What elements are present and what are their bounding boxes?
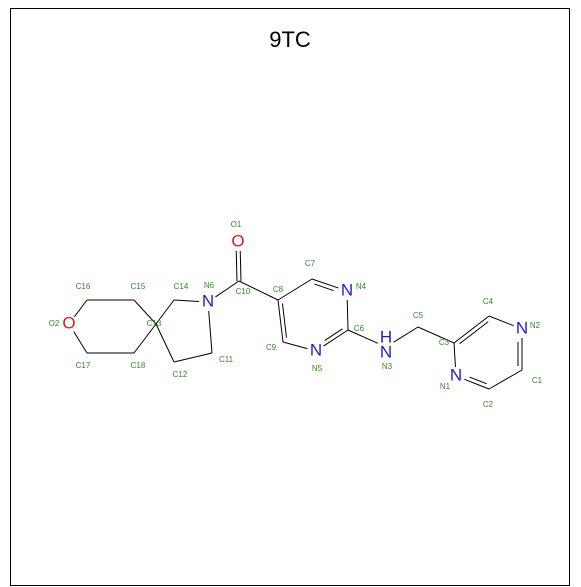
bond-line — [215, 280, 240, 298]
atom-label-n4: N — [341, 280, 353, 299]
bond-line — [74, 299, 88, 318]
bond-line-inner — [281, 303, 287, 338]
bond-line — [323, 329, 349, 347]
atom-index-n3: N3 — [382, 362, 393, 371]
bond-C13-C14 — [155, 299, 175, 325]
atom-index-n4: N4 — [356, 282, 367, 291]
bond-line — [73, 331, 88, 354]
bond-line-inner — [314, 283, 334, 292]
bond-line — [347, 329, 378, 344]
bond-C15-C13 — [133, 299, 157, 325]
atom-index-c6: C6 — [354, 324, 365, 333]
bond-line — [277, 299, 284, 343]
bond-C9-C8 — [277, 299, 287, 343]
atom-index-c8: C8 — [273, 285, 284, 294]
bond-line — [173, 299, 200, 302]
bond-N2-C1 — [517, 338, 523, 370]
atom-index-n1: N1 — [440, 382, 451, 391]
atom-index-n5: N5 — [312, 364, 323, 373]
bond-N5-C9 — [282, 341, 308, 350]
atom-index-n6: N6 — [204, 281, 215, 290]
atom-index-c10: C10 — [236, 287, 251, 296]
bond-C4-N2 — [488, 315, 514, 327]
atom-index-c7: C7 — [305, 259, 316, 268]
bond-line — [277, 278, 313, 301]
bond-line — [488, 315, 514, 327]
bond-C5-C3 — [417, 326, 455, 344]
bond-line-inner — [324, 328, 343, 341]
atom-index-o1: O1 — [231, 220, 242, 229]
bond-C11-C12 — [173, 352, 213, 363]
atom-label-o1: O — [231, 231, 244, 250]
bond-line — [133, 323, 157, 354]
bond-C17-O2 — [73, 331, 88, 354]
bond-N4-C6 — [346, 299, 349, 331]
atom-label-o2: O — [62, 313, 75, 332]
bond-C13-C18 — [133, 323, 157, 354]
bond-line — [346, 299, 349, 331]
atom-index-o2: O2 — [49, 319, 60, 328]
bond-line — [453, 342, 456, 368]
bond-C12-C13 — [155, 323, 175, 363]
bond-C1-C2 — [488, 369, 523, 390]
atom-label-n1: N — [450, 365, 462, 384]
atom-index-c16: C16 — [76, 282, 91, 291]
atom-index-c15: C15 — [131, 282, 146, 291]
bond-line — [453, 315, 490, 344]
bond-C6-N3 — [347, 329, 378, 344]
bond-O2-C16 — [74, 299, 88, 318]
bond-line — [393, 326, 419, 343]
bond-line-inner — [459, 321, 489, 345]
atom-label-n5: N — [310, 340, 322, 359]
atom-index-n2: N2 — [530, 321, 541, 330]
bond-C10-C8 — [238, 280, 279, 301]
atom-index-c1: C1 — [532, 376, 543, 385]
bond-line-inner — [469, 376, 487, 385]
bond-line — [238, 280, 279, 301]
bond-line — [282, 341, 308, 350]
molecule-title: 9TC — [269, 27, 311, 52]
atom-index-c11: C11 — [219, 355, 234, 364]
bond-line — [155, 323, 175, 363]
bond-C7-N4 — [311, 278, 339, 292]
bond-N3-C5 — [393, 326, 419, 343]
bond-line — [488, 369, 523, 390]
atom-index-c13: C13 — [147, 319, 162, 328]
atom-index-c2: C2 — [483, 400, 494, 409]
bond-line — [311, 278, 339, 289]
atom-index-c3: C3 — [439, 338, 450, 347]
bond-line — [173, 352, 213, 363]
bond-line — [155, 299, 175, 325]
atom-label-n3-0: H — [380, 327, 392, 346]
atom-index-c14: C14 — [174, 282, 189, 291]
bond-N1-C3 — [453, 342, 456, 368]
bond-C14-N6 — [173, 299, 200, 302]
atom-index-c12: C12 — [173, 370, 188, 379]
bond-line — [417, 326, 455, 344]
bond-line — [464, 378, 490, 390]
atom-index-c5: C5 — [413, 311, 424, 320]
bond-line — [235, 251, 238, 282]
atom-index-c17: C17 — [76, 361, 91, 370]
atom-index-c4: C4 — [483, 297, 494, 306]
atom-index-c9: C9 — [266, 343, 277, 352]
atom-label-n6: N — [202, 291, 214, 310]
atom-label-n3-1: N — [380, 342, 392, 361]
bond-line — [208, 310, 213, 354]
bond-C8-C7 — [277, 278, 313, 301]
atom-label-n2: N — [516, 318, 528, 337]
bond-C6-N5 — [323, 328, 349, 347]
bond-N6-C10 — [215, 280, 240, 298]
bond-line-second — [239, 250, 242, 281]
bond-N6-C11 — [208, 310, 213, 354]
atom-index-c18: C18 — [131, 361, 146, 370]
bond-C10-O1 — [235, 250, 242, 282]
bond-C3-C4 — [453, 315, 490, 345]
bond-line — [133, 299, 157, 325]
bond-C2-N1 — [464, 376, 490, 390]
